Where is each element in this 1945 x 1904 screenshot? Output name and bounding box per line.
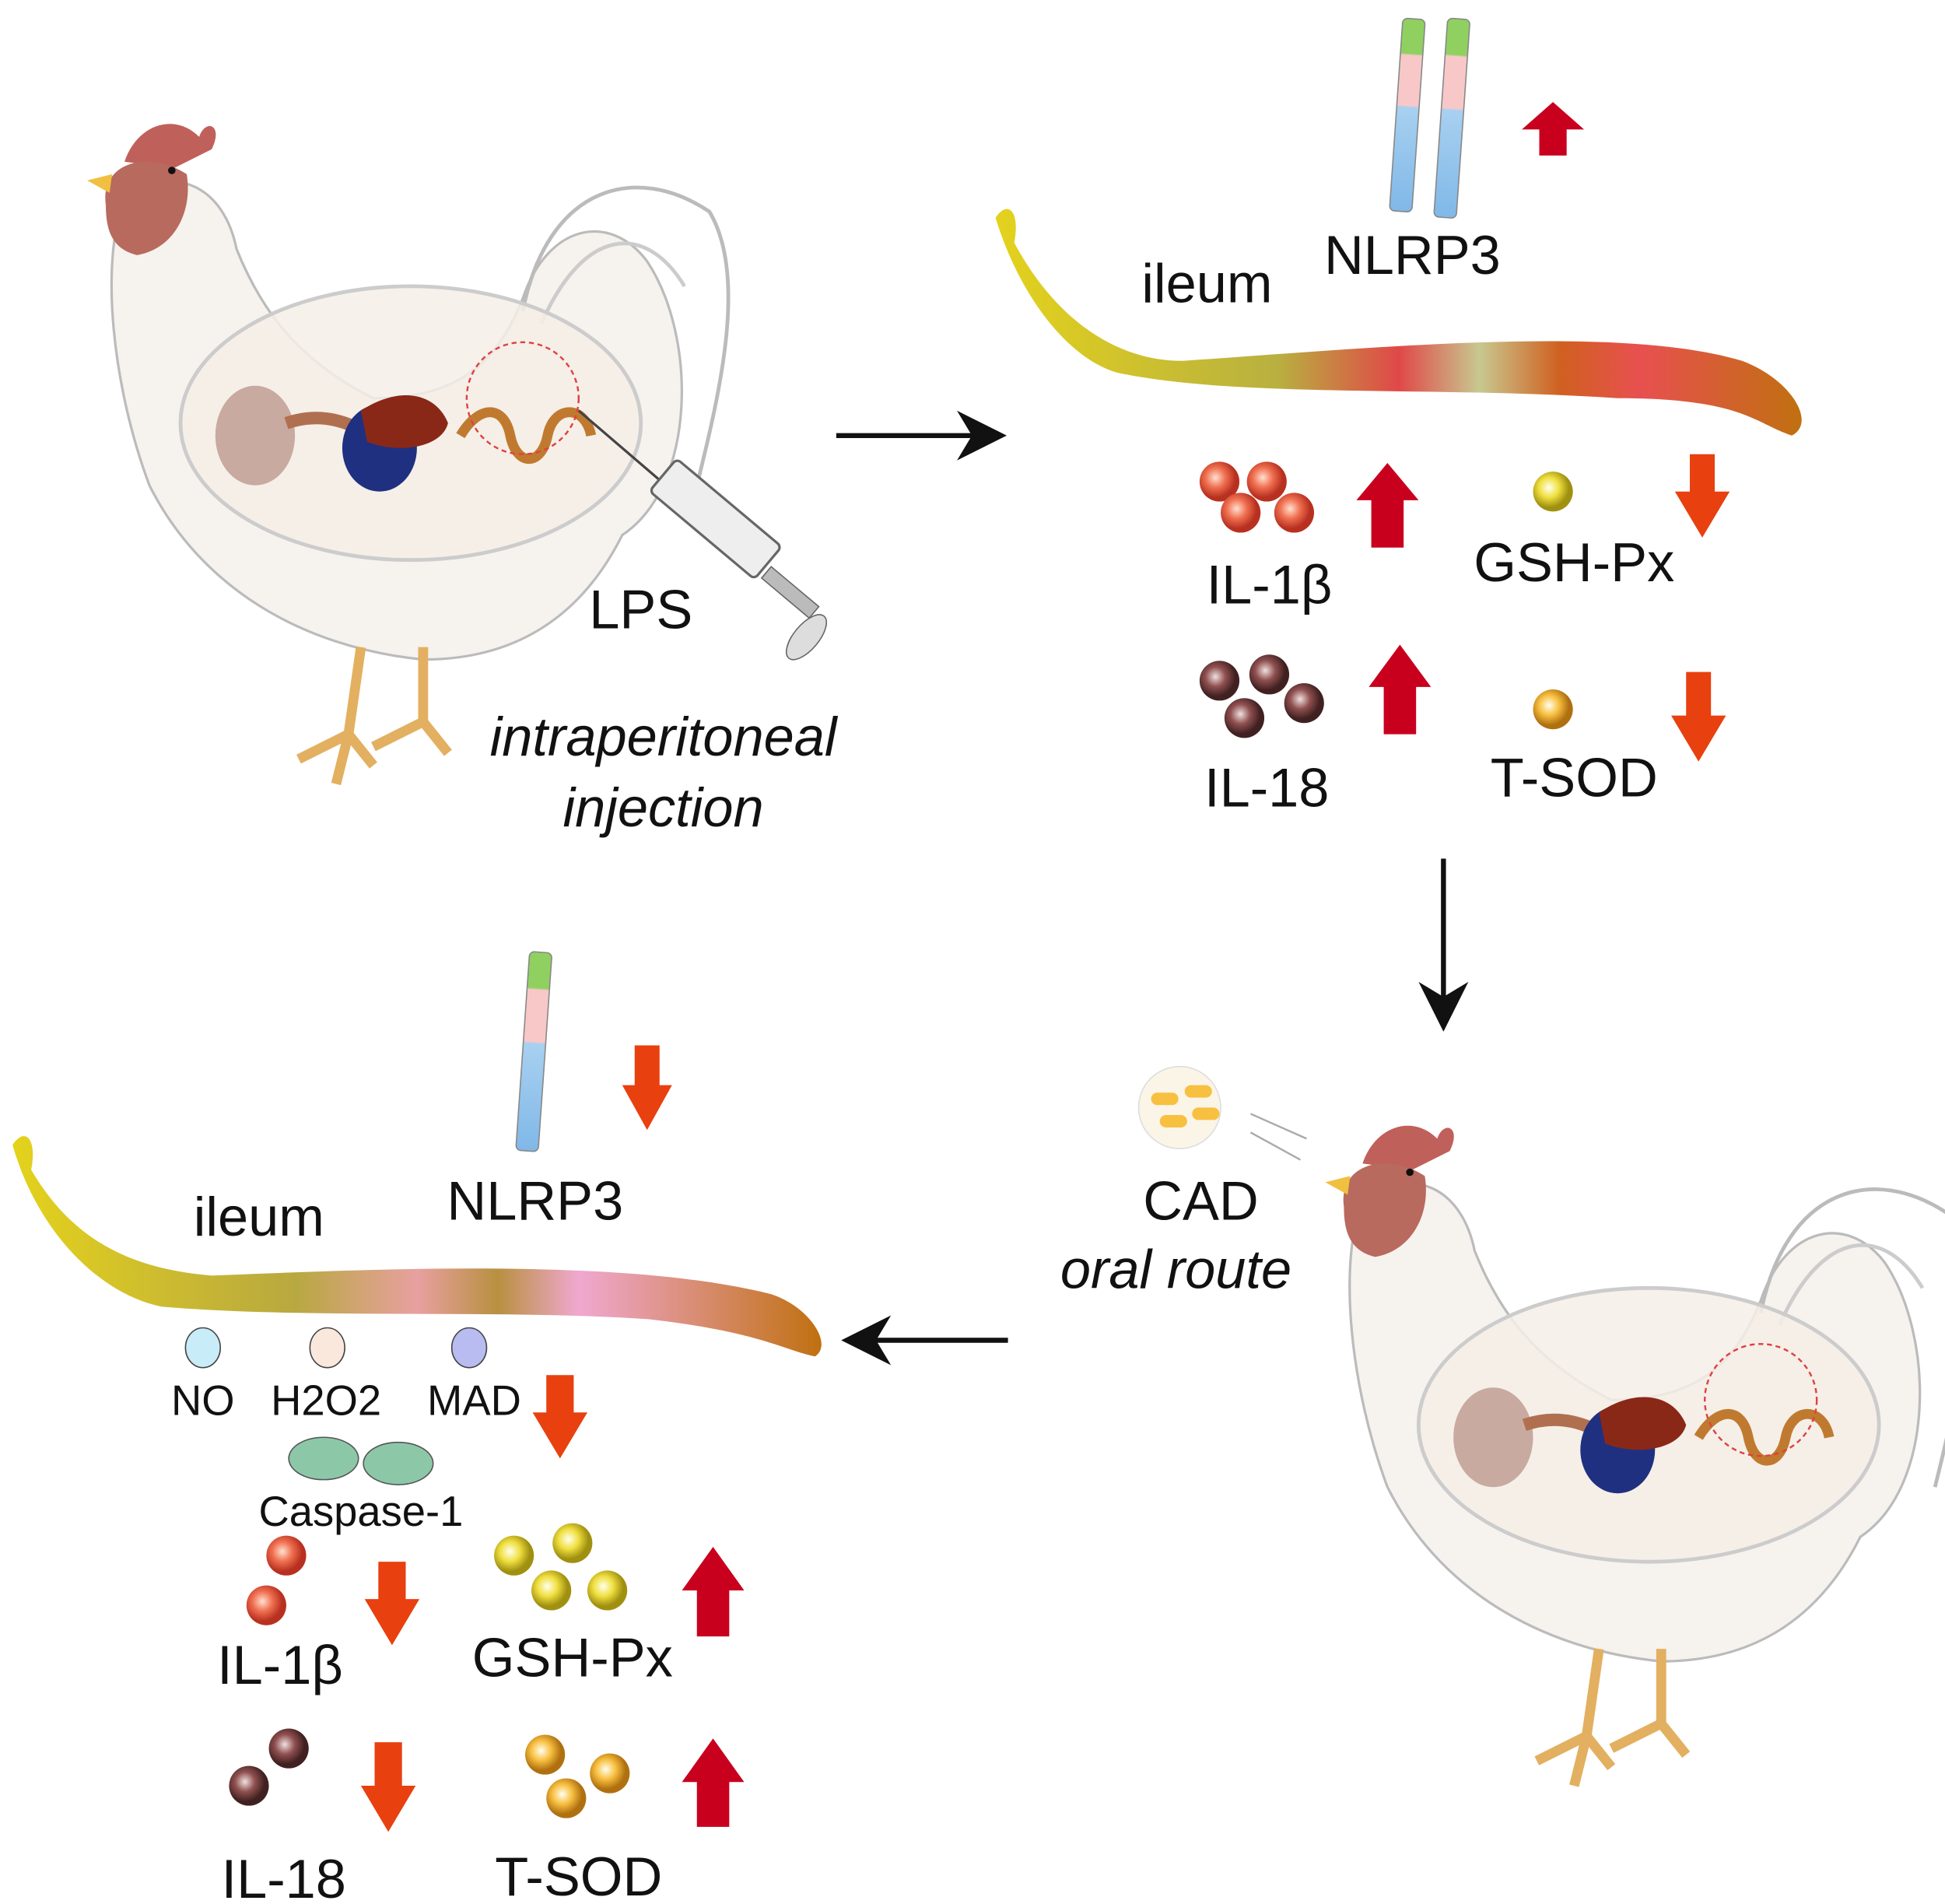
nlrp3-label: NLRP3	[447, 1169, 623, 1231]
no-label: NO	[171, 1376, 235, 1424]
up-arrow-icon	[682, 1546, 745, 1637]
gsh-px-spheres	[494, 1523, 628, 1611]
nlrp3-label: NLRP3	[1324, 224, 1501, 286]
route-line2: injection	[562, 777, 763, 838]
no-icon	[184, 1327, 221, 1369]
route-line1: intraperitoneal	[490, 706, 839, 767]
chicken-illustration	[1325, 1126, 1945, 1786]
marker-label: T-SOD	[1491, 747, 1658, 808]
ileum-shape	[995, 209, 1802, 436]
down-arrow-icon	[360, 1742, 416, 1832]
up-arrow-icon	[1522, 102, 1585, 156]
gsh-px-sphere	[1533, 472, 1573, 512]
marker-label: T-SOD	[495, 1846, 662, 1904]
caspase-1-icon	[288, 1436, 359, 1481]
down-arrow-icon	[622, 1045, 672, 1131]
down-arrow-icon	[1674, 454, 1730, 538]
h2o2-label: H2O2	[271, 1376, 381, 1424]
syringe-icon	[577, 409, 828, 661]
ileum-label: ileum	[194, 1186, 324, 1247]
lps-label: LPS	[589, 579, 692, 640]
cad-label: CAD	[1143, 1169, 1259, 1231]
il1b-sphere	[266, 1535, 307, 1576]
ileum-shape	[12, 1136, 822, 1357]
caspase-1-icon	[363, 1441, 434, 1485]
il1b-sphere	[246, 1585, 286, 1625]
up-arrow-icon	[1369, 644, 1432, 735]
il18-sphere	[268, 1728, 309, 1769]
up-arrow-icon	[682, 1738, 745, 1827]
il18-sphere	[229, 1765, 269, 1806]
il1b-spheres	[1199, 461, 1315, 533]
marker-label: GSH-Px	[1474, 531, 1674, 593]
chicken-illustration	[87, 124, 728, 784]
t-sod-sphere	[1533, 689, 1573, 730]
marker-label: IL-18	[222, 1848, 346, 1904]
up-arrow-icon	[1356, 462, 1419, 548]
marker-label: IL-1β	[1207, 554, 1333, 615]
down-arrow-icon	[364, 1562, 420, 1646]
h2o2-icon	[309, 1327, 345, 1369]
nlrp3-icon	[515, 951, 552, 1152]
down-arrow-icon	[532, 1375, 588, 1459]
cad-capsule-icon	[1137, 1065, 1307, 1161]
nlrp3-icon	[1389, 17, 1470, 219]
marker-label: GSH-Px	[472, 1626, 673, 1688]
il18-spheres	[1199, 654, 1324, 738]
t-sod-spheres	[525, 1734, 630, 1818]
marker-label: IL-1β	[217, 1634, 343, 1695]
oral-route-label: oral route	[1060, 1238, 1291, 1299]
marker-label: IL-18	[1204, 756, 1329, 818]
down-arrow-icon	[1671, 671, 1726, 762]
ileum-label: ileum	[1141, 253, 1272, 314]
caspase-1-label: Caspase-1	[258, 1488, 463, 1535]
mad-label: MAD	[427, 1376, 521, 1424]
mad-icon	[450, 1327, 488, 1369]
